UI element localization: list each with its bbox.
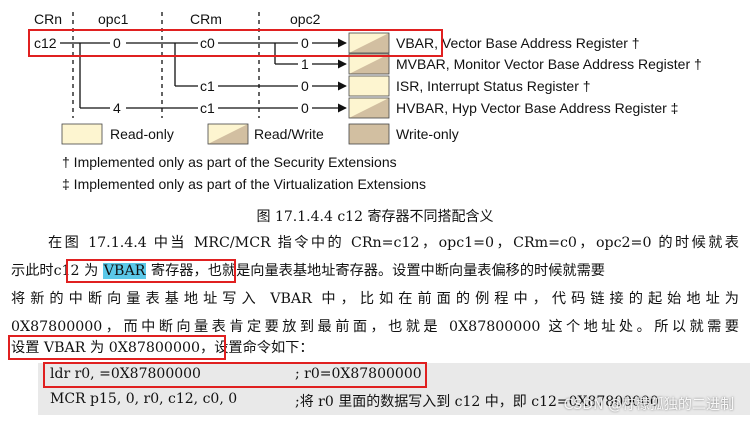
opc1-value-row1: 0 xyxy=(113,35,121,51)
code-line-2-cmd: MCR p15, 0, r0, c12, c0, 0 xyxy=(50,391,238,407)
routing-lines xyxy=(60,38,347,113)
vbar-row-redbox xyxy=(28,29,443,57)
opc2-value-row4: 0 xyxy=(301,100,309,116)
footnote-security: † Implemented only as part of the Securi… xyxy=(62,154,397,170)
c12-vbar-phrase: c12 为 VBAR 寄存器 xyxy=(54,263,194,279)
line2-boxed-post: 寄存器 xyxy=(150,263,194,279)
legend-read-write-label: Read/Write xyxy=(254,126,324,142)
ldr-line-redbox xyxy=(43,362,427,388)
legend-read-write-swatch xyxy=(207,123,249,145)
legend-read-only-swatch xyxy=(61,123,103,145)
column-separators xyxy=(72,12,260,118)
register-mvbar: MVBAR, Monitor Vector Base Address Regis… xyxy=(396,56,702,72)
register-hvbar: HVBAR, Hyp Vector Base Address Register … xyxy=(396,100,678,116)
code-line-1-comment: ; r0=0X87800000 xyxy=(295,366,422,382)
mvbar-rw-box xyxy=(348,53,390,75)
legend-read-only-label: Read-only xyxy=(110,126,174,142)
line5-boxed-text: 设置 VBAR 为 0X87800000 xyxy=(11,340,201,356)
isr-ro-box xyxy=(348,75,390,97)
paragraph-line-3: 将新的中断向量表基地址写入 VBAR 中，比如在前面的例程中，代码链接的起始地址… xyxy=(11,291,739,307)
opc2-value-row2: 1 xyxy=(301,56,309,72)
set-vbar-redbox xyxy=(8,335,226,360)
code-line-1-cmd: ldr r0, =0X87800000 xyxy=(50,366,201,382)
col-header-opc1: opc1 xyxy=(98,11,129,27)
paragraph-line-4: 0X87800000，而中断向量表肯定要放到最前面，也就是 0X87800000… xyxy=(11,319,739,335)
line2-prefix: 示此时 xyxy=(11,263,54,279)
legend-write-only-label: Write-only xyxy=(396,126,459,142)
figure-caption: 图 17.1.4.4 c12 寄存器不同搭配含义 xyxy=(256,209,494,225)
legend: Read-only Read/Write Write-only xyxy=(61,123,459,145)
line5-rest: ，设置命令如下： xyxy=(200,340,314,356)
line2-boxed-text: c12 为 xyxy=(53,263,99,279)
opc2-value-row1: 0 xyxy=(301,35,309,51)
register-boxes xyxy=(348,32,390,119)
footnote-virtualization: ‡ Implemented only as part of the Virtua… xyxy=(62,176,426,192)
crm-value-row3: c1 xyxy=(200,78,215,94)
vbar-rw-box xyxy=(348,32,390,54)
col-header-crn: CRn xyxy=(34,11,62,27)
col-header-opc2: opc2 xyxy=(290,11,321,27)
opc2-value-row3: 0 xyxy=(301,78,309,94)
line2-rest: ，也就是向量表基地址寄存器。设置中断向量表偏移的时候就需要 xyxy=(193,263,605,279)
register-vbar: VBAR, Vector Base Address Register † xyxy=(396,35,640,51)
c12-vbar-redbox xyxy=(66,259,236,283)
opc1-value-row4: 4 xyxy=(113,100,121,116)
crn-value: c12 xyxy=(34,35,57,51)
code-line-2-comment: ;将 r0 里面的数据写入到 c12 中，即 c12=0X87800000 xyxy=(295,394,659,410)
csdn-watermark: CSDN @柠檬孤独的二进制 xyxy=(563,397,734,413)
col-header-crm: CRm xyxy=(190,11,222,27)
paragraph-line-2: 示此时c12 为 VBAR 寄存器，也就是向量表基地址寄存器。设置中断向量表偏移… xyxy=(11,257,739,285)
vbar-highlight: VBAR xyxy=(102,263,147,279)
hvbar-rw-box xyxy=(348,97,390,119)
legend-write-only-swatch xyxy=(348,123,390,145)
crm-value-row1: c0 xyxy=(200,35,215,51)
c12-register-diagram: CRn opc1 CRm opc2 c12 0 4 c0 c1 c1 xyxy=(28,11,702,192)
register-isr: ISR, Interrupt Status Register † xyxy=(396,78,591,94)
code-block xyxy=(38,363,750,415)
paragraph-line-1: 在图 17.1.4.4 中当 MRC/MCR 指令中的 CRn=c12，opc1… xyxy=(48,235,739,251)
crm-value-row4: c1 xyxy=(200,100,215,116)
paragraph-line-5: 设置 VBAR 为 0X87800000，设置命令如下： xyxy=(11,334,739,362)
